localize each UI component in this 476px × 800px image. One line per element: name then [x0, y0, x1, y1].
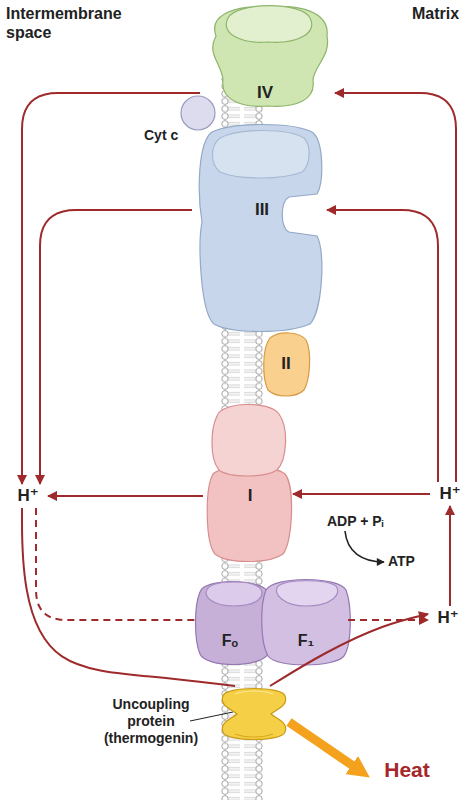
protein-shape [181, 96, 215, 130]
protein-shape [212, 404, 286, 476]
protein-shape [207, 467, 291, 562]
complex-ii: II [260, 330, 312, 398]
heat-arrow [289, 722, 359, 770]
protein-shape [235, 691, 273, 694]
proton-arrow [22, 93, 200, 484]
complex-i: I [203, 402, 293, 562]
proton-arrow [449, 506, 451, 606]
heat-label: Heat [372, 757, 442, 783]
atp-synthase: Fₒ F₁ [196, 578, 348, 666]
node-outline [180, 95, 216, 131]
protein-label: Cyt c [144, 127, 204, 144]
complex-number: II [260, 353, 312, 375]
protein-shape [226, 6, 311, 43]
complex-iii: III [192, 122, 327, 334]
compartment-label: Intermembrane space [6, 4, 136, 42]
protein-shape [235, 734, 273, 737]
leader-line [190, 712, 233, 721]
proton-arrow [335, 93, 456, 482]
reactant-label: ADP + Pᵢ [327, 512, 417, 530]
protein-shape [213, 131, 310, 179]
proton-pool: H⁺ [430, 482, 470, 506]
node-outline [215, 686, 293, 742]
complex-number: III [237, 199, 287, 221]
compartment-label: Matrix [412, 4, 474, 23]
proton-arrow [40, 210, 192, 484]
proton-arrow [348, 619, 428, 621]
proton-arrow [293, 493, 430, 495]
protein-label: Uncoupling protein (thermogenin) [95, 696, 207, 747]
protein-shape [206, 582, 262, 606]
proton-label: H⁺ [430, 482, 470, 506]
proton-arrow [327, 210, 438, 482]
proton-label: H⁺ [428, 606, 468, 630]
subunit-label: F₁ [286, 630, 326, 652]
node-outline [196, 578, 348, 666]
uncoupling-protein: Uncoupling protein (thermogenin) [215, 686, 293, 742]
complex-number: IV [240, 82, 290, 104]
proton-arrow [48, 495, 203, 497]
node-outline [203, 402, 293, 562]
proton-pool: H⁺ [428, 606, 468, 630]
proton-arrow [36, 508, 196, 620]
protein-shape [222, 689, 285, 740]
proton-arrow [22, 508, 235, 686]
cytochrome-c: Cyt c [180, 95, 216, 131]
proton-label: H⁺ [8, 484, 48, 508]
node-outline [192, 122, 327, 334]
protein-shape [196, 582, 273, 665]
proton-arrow [270, 614, 428, 686]
reaction-arrow [345, 531, 384, 562]
protein-shape [262, 580, 351, 666]
complex-number: I [230, 485, 270, 507]
complex-iv: IV [200, 2, 335, 110]
protein-shape [276, 581, 337, 606]
protein-shape [199, 125, 322, 332]
product-label: ATP [388, 552, 438, 570]
subunit-label: Fₒ [210, 630, 250, 652]
proton-pool: H⁺ [8, 484, 48, 508]
heat-output: Heat [372, 755, 442, 785]
